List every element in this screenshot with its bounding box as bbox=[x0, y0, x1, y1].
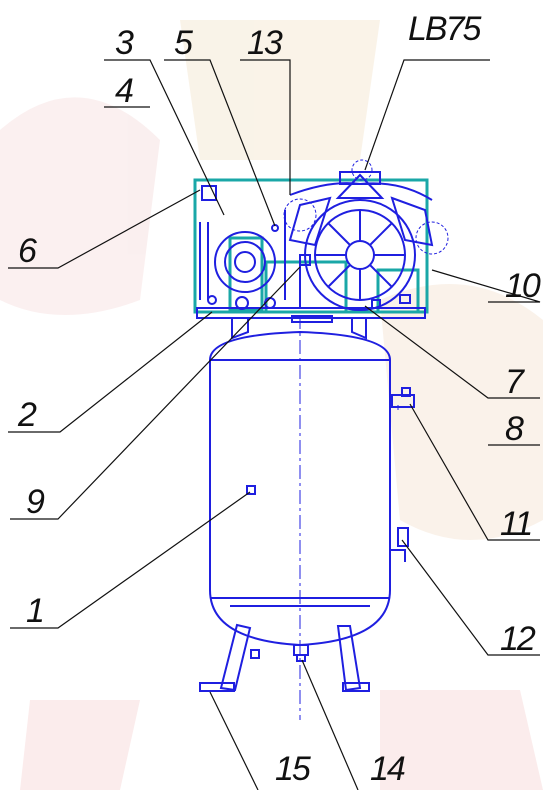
label-3: 3 bbox=[115, 24, 134, 62]
label-4: 4 bbox=[115, 72, 133, 110]
label-6: 6 bbox=[18, 232, 37, 270]
label-8: 8 bbox=[505, 410, 524, 448]
tank-legs bbox=[199, 623, 370, 692]
label-14: 14 bbox=[370, 750, 405, 788]
tank-supports bbox=[231, 315, 367, 340]
compressor-unit bbox=[193, 159, 449, 319]
side-fittings bbox=[246, 387, 415, 562]
label-model: LB75 bbox=[408, 10, 481, 48]
label-5: 5 bbox=[174, 24, 193, 62]
label-9: 9 bbox=[26, 483, 45, 521]
label-1: 1 bbox=[26, 592, 43, 630]
label-7: 7 bbox=[505, 363, 525, 401]
label-2: 2 bbox=[17, 396, 37, 434]
watermark bbox=[0, 20, 543, 790]
label-13: 13 bbox=[247, 24, 283, 62]
leader-lines bbox=[8, 59, 541, 790]
label-12: 12 bbox=[500, 620, 536, 658]
cylinder-heads bbox=[283, 159, 449, 255]
air-lines bbox=[284, 182, 433, 308]
label-10: 10 bbox=[505, 267, 541, 305]
label-11: 11 bbox=[500, 505, 531, 543]
label-15: 15 bbox=[275, 750, 311, 788]
drain-valve bbox=[293, 644, 309, 662]
labels: 3 4 5 13 LB75 6 10 2 7 8 9 11 1 12 15 14 bbox=[17, 10, 543, 788]
motor-pulley bbox=[199, 185, 276, 300]
